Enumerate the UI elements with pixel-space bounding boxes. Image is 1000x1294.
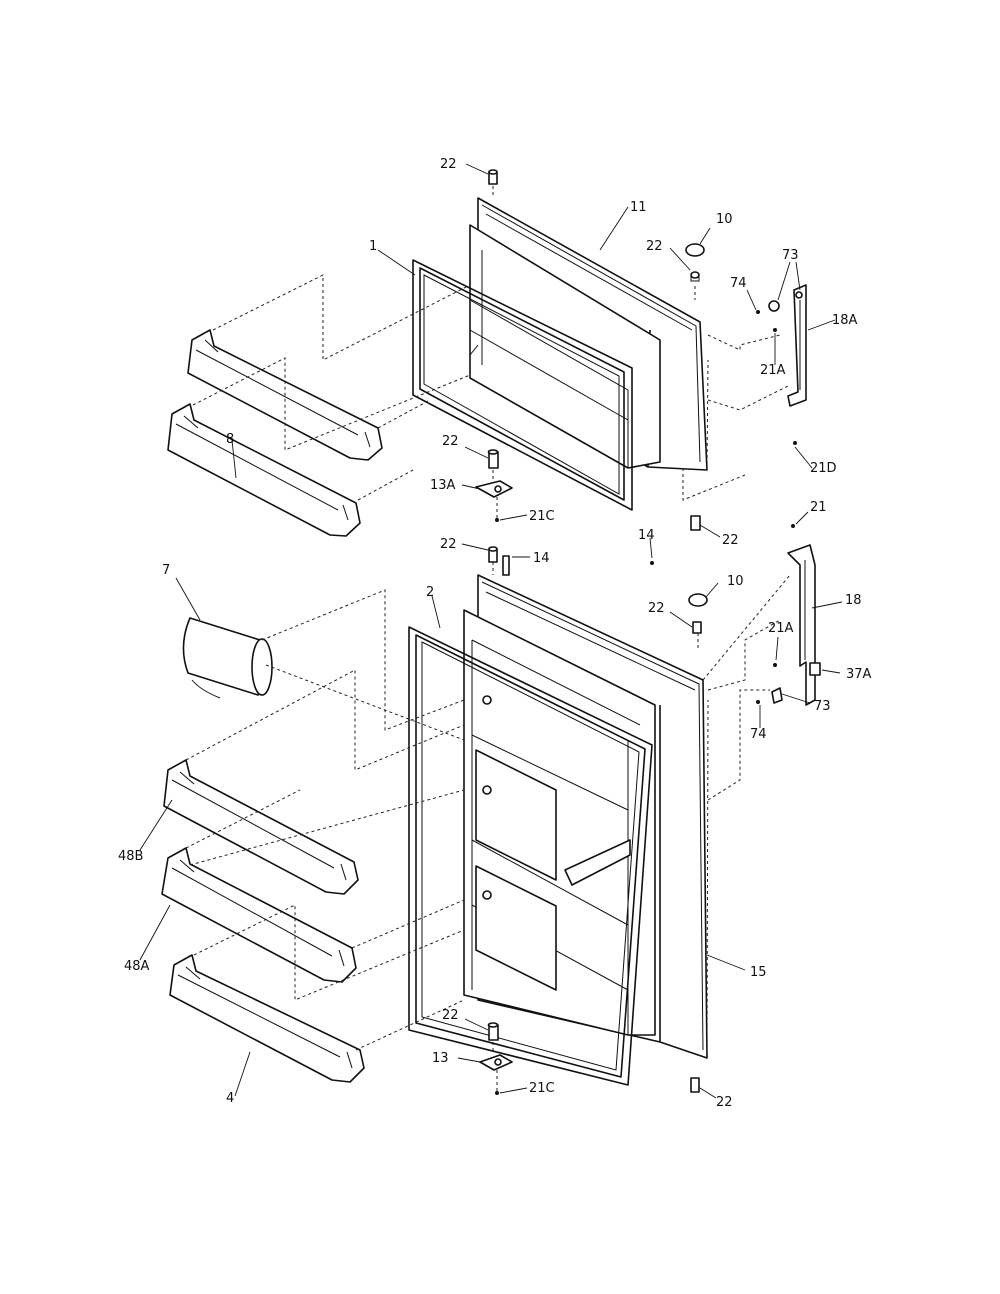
callout-22-bottom-right: 22 <box>716 1095 733 1110</box>
callout-10-upper: 10 <box>716 212 733 227</box>
assembly-path-lower-hinge <box>702 574 791 1051</box>
callout-48A: 48A <box>124 959 150 974</box>
upper-hinge-screws <box>756 300 797 445</box>
callout-21A-upper: 21A <box>760 363 786 378</box>
callout-15: 15 <box>750 965 767 980</box>
assembly-path-upper-hinge <box>682 334 791 501</box>
fresh-food-shelf-48A <box>161 847 357 983</box>
callout-10-lower: 10 <box>727 574 744 589</box>
callout-22-lower-bottom: 22 <box>442 1008 459 1023</box>
fresh-food-shelf-4 <box>169 954 365 1083</box>
cap-10-lower <box>688 593 708 607</box>
freezer-door-gasket <box>412 259 633 511</box>
pin-22-top <box>488 169 498 185</box>
dairy-compartment-7 <box>182 617 273 699</box>
bracket-13 <box>479 1054 513 1071</box>
upper-hinge-18A <box>787 284 807 407</box>
callout-21: 21 <box>810 500 827 515</box>
callout-22-lower-hinge: 22 <box>648 601 665 616</box>
middle-hinge-18 <box>787 544 821 706</box>
fresh-food-shelf-48B <box>163 759 359 895</box>
callout-7: 7 <box>162 563 170 578</box>
assembly-path-fresh-food-shelves <box>185 669 465 1051</box>
callout-21D: 21D <box>810 461 837 476</box>
pin-22-lower-hinge <box>692 621 702 634</box>
callout-18A: 18A <box>832 313 858 328</box>
bracket-13A <box>475 480 513 498</box>
callout-22-top: 22 <box>440 157 457 172</box>
freezer-door-shelf-lower-8 <box>167 403 361 537</box>
callout-22-upper-hinge: 22 <box>646 239 663 254</box>
callout-11: 11 <box>630 200 647 215</box>
callout-73-upper: 73 <box>782 248 799 263</box>
callout-13A: 13A <box>430 478 456 493</box>
callout-74-upper: 74 <box>730 276 747 291</box>
callout-4: 4 <box>226 1091 234 1106</box>
callout-2: 2 <box>426 585 434 600</box>
pivot-22-fresh-food-bottom <box>487 1022 499 1041</box>
callout-73-lower: 73 <box>814 699 831 714</box>
callout-labels: 22 11 10 22 73 74 1 18A 21A 8 22 21D 13A… <box>118 157 872 1110</box>
pin-22-bottom-right <box>690 1077 700 1093</box>
callout-13: 13 <box>432 1051 449 1066</box>
leader-lines <box>139 163 843 1099</box>
pin-22-upper-hinge <box>690 271 700 282</box>
assembly-path-dairy-compartment <box>261 589 465 741</box>
cap-10-upper <box>685 243 705 257</box>
callout-48B: 48B <box>118 849 143 864</box>
pin-14-left <box>650 561 654 565</box>
callout-21C-lower: 21C <box>529 1081 555 1096</box>
callout-21A-lower: 21A <box>768 621 794 636</box>
freezer-door-inner-liner <box>469 224 661 469</box>
pin-22-lower-top <box>488 546 510 576</box>
assembly-path-freezer-pins <box>492 186 696 518</box>
callout-18: 18 <box>845 593 862 608</box>
callout-21C-upper: 21C <box>529 509 555 524</box>
pin-22-mid-right <box>690 515 701 531</box>
fresh-food-door-inner-liner <box>463 609 656 1036</box>
callout-37A: 37A <box>846 667 872 682</box>
pivot-22-freezer-bottom <box>487 449 499 469</box>
callout-14-right: 14 <box>533 551 550 566</box>
callout-1: 1 <box>369 239 377 254</box>
middle-hinge-screws <box>756 524 795 704</box>
assembly-path-fresh-food-pins <box>492 562 699 1091</box>
callout-22-upper-bottom: 22 <box>442 434 459 449</box>
callout-14-left: 14 <box>638 528 655 543</box>
screw-21C-upper <box>495 518 499 522</box>
callout-8: 8 <box>226 432 234 447</box>
callout-22-mid-right: 22 <box>722 533 739 548</box>
callout-74-lower: 74 <box>750 727 767 742</box>
screw-21C-lower <box>495 1091 499 1095</box>
fresh-food-door-gasket <box>408 626 653 1086</box>
callout-22-lower-top: 22 <box>440 537 457 552</box>
